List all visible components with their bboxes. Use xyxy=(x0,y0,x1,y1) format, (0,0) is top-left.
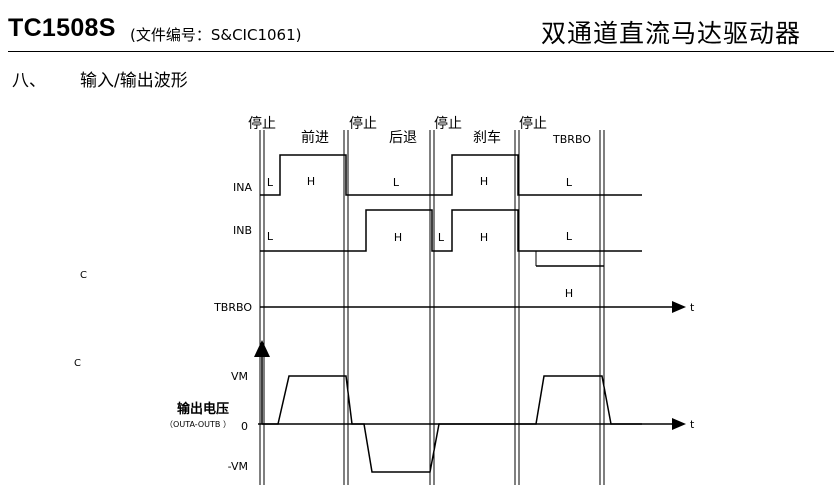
mode-label-tbrbo: TBRBO xyxy=(552,133,591,146)
output-axis-arrow xyxy=(672,418,686,430)
tbrbo-axis-t: t xyxy=(690,301,695,314)
signal-label-tbrbo: TBRBO xyxy=(213,301,252,314)
signal-label-ina: INA xyxy=(233,181,252,194)
mode-label-reverse: 后退 xyxy=(389,130,417,146)
mode-label-forward: 前进 xyxy=(301,129,329,146)
inb-waveform xyxy=(260,209,642,252)
tbrbo-level-high: H xyxy=(565,287,573,300)
header-rule xyxy=(8,51,834,52)
mode-label-stop-2: 停止 xyxy=(349,115,377,132)
mode-label-stop-3: 停止 xyxy=(434,115,462,132)
inb-level-stop-1: L xyxy=(267,230,274,243)
signal-label-inb: INB xyxy=(233,224,252,237)
inb-level-stop-3: L xyxy=(438,231,445,244)
section-number: 八、 xyxy=(12,71,46,91)
ina-level-brake: H xyxy=(480,175,488,188)
mode-label-brake: 刹车 xyxy=(473,129,501,146)
output-axis-t: t xyxy=(690,418,695,431)
output-voltage-label: 输出电压 xyxy=(177,401,229,417)
voltage-label-vm: VM xyxy=(231,370,248,383)
voltage-axis-arrow xyxy=(254,340,270,357)
mode-label-stop-4: 停止 xyxy=(519,115,547,132)
side-mark-2: C xyxy=(74,358,81,369)
ina-waveform xyxy=(260,154,642,196)
tbrbo-axis-arrow xyxy=(672,301,686,313)
side-mark-1: C xyxy=(80,270,87,281)
chip-model: TC1508S xyxy=(8,14,116,42)
product-title: 双通道直流马达驱动器 xyxy=(540,19,801,48)
ina-level-reverse: L xyxy=(393,176,400,189)
output-voltage-sublabel: （OUTA-OUTB ） xyxy=(165,420,231,429)
voltage-label-neg-vm: -VM xyxy=(228,460,248,473)
ina-level-forward: H xyxy=(307,175,315,188)
inb-level-brake: H xyxy=(480,231,488,244)
output-voltage-waveform xyxy=(262,375,642,473)
inb-level-tbrbo: L xyxy=(566,230,573,243)
section-title: 输入/输出波形 xyxy=(80,71,188,91)
document-code: (文件编号：S&CIC1061) xyxy=(130,26,302,44)
mode-label-stop-1: 停止 xyxy=(248,115,276,132)
ina-level-tbrbo: L xyxy=(566,176,573,189)
voltage-label-zero: 0 xyxy=(241,420,248,433)
inb-level-reverse: H xyxy=(394,231,402,244)
ina-level-stop-1: L xyxy=(267,176,274,189)
